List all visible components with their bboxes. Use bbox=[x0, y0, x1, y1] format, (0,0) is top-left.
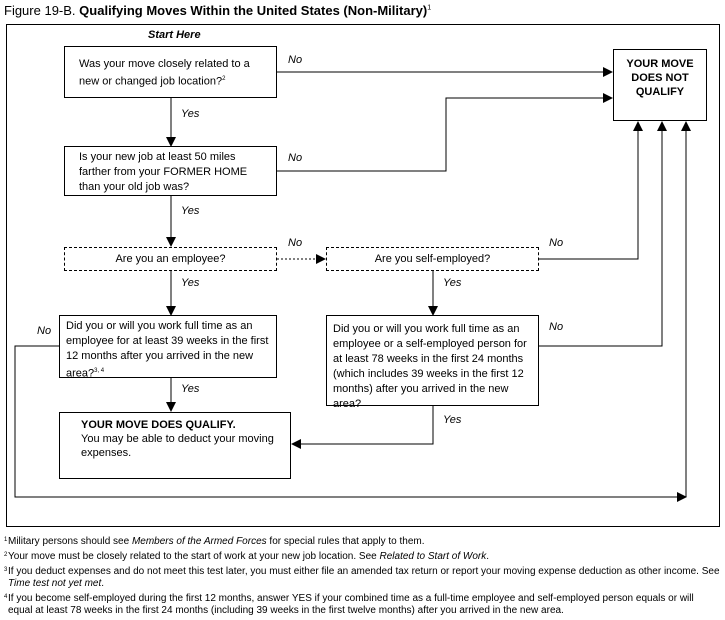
label-yes-q6: Yes bbox=[443, 414, 462, 426]
label-yes-q4: Yes bbox=[443, 277, 462, 289]
question-job-location-text: Was your move closely related to a new o… bbox=[79, 58, 250, 88]
result-does-not-qualify: YOUR MOVE DOES NOT QUALIFY bbox=[613, 49, 707, 121]
footnote-text: . bbox=[486, 551, 489, 562]
footnote-number: 4 bbox=[4, 594, 8, 600]
footnote-number: 2 bbox=[4, 552, 8, 558]
footnote-reference: Related to Start of Work bbox=[379, 551, 487, 562]
footnote-text: If you become self-employed during the f… bbox=[8, 593, 694, 616]
start-here-label: Start Here bbox=[148, 29, 201, 41]
label-yes-q5: Yes bbox=[181, 383, 200, 395]
result-does-qualify-text: You may be able to deduct your moving ex… bbox=[81, 433, 274, 459]
connector-q4-no bbox=[539, 121, 643, 260]
question-employee-text: Are you an employee? bbox=[115, 253, 226, 265]
label-yes-q1: Yes bbox=[181, 108, 200, 120]
result-does-qualify: YOUR MOVE DOES QUALIFY. You may be able … bbox=[59, 412, 291, 479]
question-78-weeks: Did you or will you work full time as an… bbox=[326, 315, 539, 410]
question-job-location-footnote: 2 bbox=[222, 76, 226, 82]
question-job-location: Was your move closely related to a new o… bbox=[64, 46, 277, 98]
label-no-q6: No bbox=[549, 321, 564, 333]
connector-q6-no bbox=[539, 121, 667, 347]
question-self-employed-text: Are you self-employed? bbox=[374, 253, 491, 265]
label-no-q4: No bbox=[549, 237, 564, 249]
question-50-miles: Is your new job at least 50 miles farthe… bbox=[64, 146, 277, 196]
figure-number: Figure 19-B. bbox=[4, 3, 76, 18]
footnote-reference: Time test not yet met bbox=[8, 578, 102, 589]
footnote-text: . bbox=[101, 578, 105, 589]
result-does-qualify-title: YOUR MOVE DOES QUALIFY. bbox=[81, 419, 236, 431]
question-50-miles-text: Is your new job at least 50 miles farthe… bbox=[79, 151, 248, 193]
footnote-text: If you deduct expenses and do not meet t… bbox=[8, 566, 720, 577]
label-yes-q3: Yes bbox=[181, 277, 200, 289]
figure-title-footnote-mark: 1 bbox=[427, 4, 432, 12]
connector-q6-yes bbox=[291, 406, 434, 449]
label-no-q2: No bbox=[288, 152, 303, 164]
flowchart-frame bbox=[6, 24, 720, 527]
footnote-text: Military persons should see bbox=[8, 536, 132, 547]
label-no-q5: No bbox=[37, 325, 52, 337]
footnote-text: for special rules that apply to them. bbox=[266, 536, 425, 547]
footnote-number: 3 bbox=[4, 567, 8, 573]
question-employee: Are you an employee? bbox=[64, 247, 277, 271]
question-39-weeks-footnote: 3, 4 bbox=[94, 368, 105, 374]
question-39-weeks-text: Did you or will you work full time as an… bbox=[66, 320, 269, 380]
footnote-text: Your move must be closely related to the… bbox=[8, 551, 380, 562]
figure-heading: Qualifying Moves Within the United State… bbox=[79, 3, 428, 18]
label-no-q1: No bbox=[288, 54, 303, 66]
question-self-employed: Are you self-employed? bbox=[326, 247, 539, 271]
label-no-q3: No bbox=[288, 237, 303, 249]
connector-q5-no bbox=[14, 345, 687, 502]
footnote-number: 1 bbox=[4, 537, 8, 543]
label-yes-q2: Yes bbox=[181, 205, 200, 217]
connector-q2-no bbox=[277, 93, 613, 172]
question-78-weeks-text: Did you or will you work full time as an… bbox=[333, 323, 527, 410]
question-39-weeks: Did you or will you work full time as an… bbox=[59, 315, 277, 380]
footnote-reference: Members of the Armed Forces bbox=[131, 536, 267, 547]
figure-title: Figure 19-B. Qualifying Moves Within the… bbox=[4, 3, 431, 18]
